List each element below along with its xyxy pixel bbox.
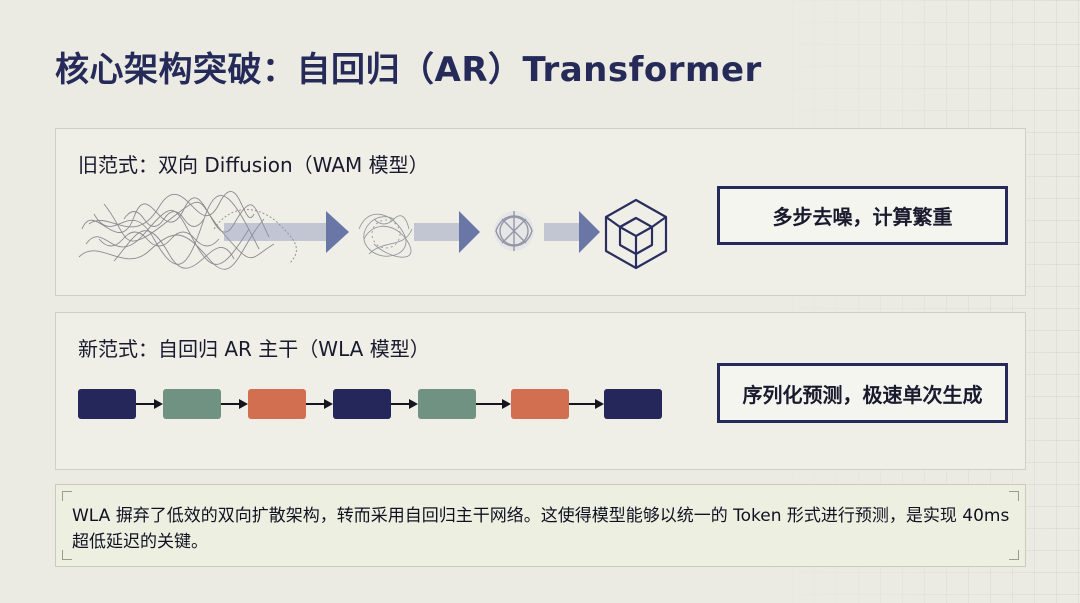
arrow-right-icon (136, 389, 163, 419)
arrow-right-icon (221, 389, 248, 419)
summary-note: WLA 摒弃了低效的双向扩散架构，转而采用自回归主干网络。这使得模型能够以统一的… (55, 484, 1026, 567)
new-paradigm-panel: 新范式：自回归 AR 主干（WLA 模型） 序列化预测，极速单次生成 (55, 312, 1026, 470)
refined-shape-icon (494, 211, 534, 251)
denoising-blur-icon (358, 213, 413, 258)
summary-text: WLA 摒弃了低效的双向扩散架构，转而采用自回归主干网络。这使得模型能够以统一的… (72, 506, 1010, 552)
new-paradigm-callout: 序列化预测，极速单次生成 (717, 363, 1008, 423)
new-paradigm-label: 新范式：自回归 AR 主干（WLA 模型） (78, 337, 430, 361)
token-sequence (78, 388, 662, 420)
token-block (418, 389, 476, 419)
corner-bracket-icon (62, 491, 72, 501)
arrow-right-icon (544, 211, 600, 253)
token-block (604, 389, 662, 419)
token-block (163, 389, 221, 419)
token-block (333, 389, 391, 419)
arrow-right-icon (306, 389, 333, 419)
arrow-right-icon (414, 211, 480, 253)
token-block (248, 389, 306, 419)
token-block (511, 389, 569, 419)
diffusion-process-diagram (78, 191, 668, 270)
old-paradigm-label: 旧范式：双向 Diffusion（WAM 模型） (78, 153, 429, 177)
old-paradigm-panel: 旧范式：双向 Diffusion（WAM 模型） (55, 128, 1026, 296)
cube-icon (604, 198, 668, 270)
page-title: 核心架构突破：自回归（AR）Transformer (55, 50, 762, 90)
arrow-right-icon (391, 389, 418, 419)
arrow-right-icon (224, 211, 349, 253)
old-paradigm-callout: 多步去噪，计算繁重 (717, 186, 1008, 245)
corner-bracket-icon (1009, 550, 1019, 560)
arrow-right-icon (569, 389, 604, 419)
corner-bracket-icon (1009, 491, 1019, 501)
arrow-right-icon (476, 389, 511, 419)
noise-scribble-icon (78, 191, 297, 270)
corner-bracket-icon (62, 550, 72, 560)
token-block (78, 389, 136, 419)
